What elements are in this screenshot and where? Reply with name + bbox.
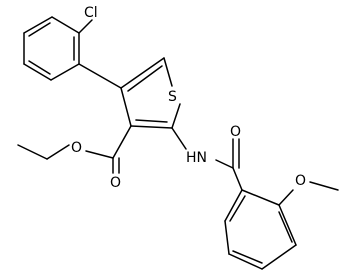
- ester-carbonyl-oxygen-label: O: [110, 175, 121, 191]
- amide-linker: [171, 127, 243, 191]
- chlorine-label: Cl: [84, 5, 98, 21]
- bond-methoxy-methyl: [309, 181, 339, 191]
- sulfur-label: S: [168, 89, 177, 105]
- amide-carbonyl-oxygen-label: O: [230, 124, 241, 140]
- bond-ring-to-methoxy-o: [278, 189, 294, 206]
- thiophene-ring: [120, 57, 181, 129]
- methoxyphenyl-ring: [224, 189, 297, 270]
- ester-ether-oxygen-label: O: [71, 140, 82, 156]
- chlorophenyl-ring: [23, 16, 80, 81]
- ethyl-ester: [17, 125, 132, 174]
- bond-ring-to-cl: [78, 19, 93, 34]
- bond-phenyl-to-thiophene: [78, 63, 122, 89]
- methoxy-oxygen-label: O: [295, 173, 306, 189]
- amide-nh-label: HN: [186, 150, 207, 166]
